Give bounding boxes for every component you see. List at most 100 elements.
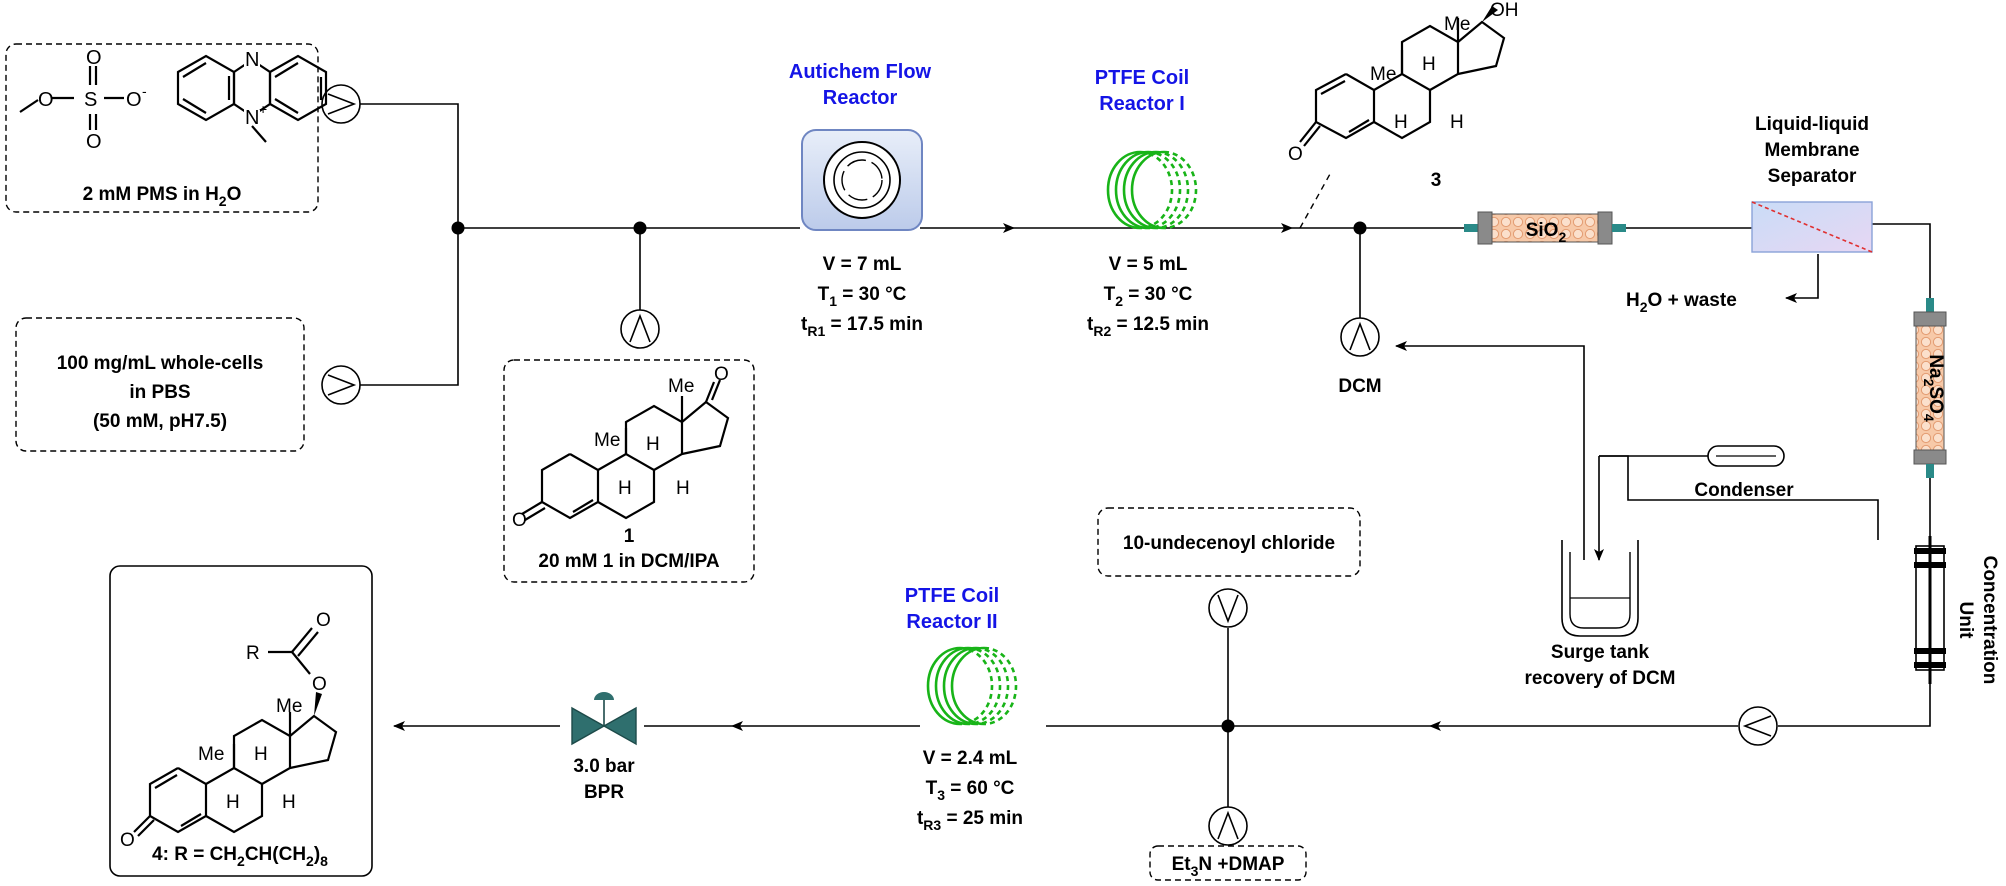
product-4-structure (133, 627, 338, 837)
concentration-unit-icon (1914, 536, 1946, 684)
mixer-junction-2 (633, 221, 647, 235)
pms-structure: O S O O O - N N + (19, 47, 328, 153)
o-atom: O (86, 47, 102, 69)
base-feed-label: Et3N +DMAP (1172, 854, 1285, 879)
na2so4-label: Na2SO4 (1921, 354, 1946, 422)
coil2-residence-time: tR3 = 25 min (917, 808, 1023, 833)
base-feed-box (1149, 845, 1307, 881)
substrate-feed-box (503, 359, 755, 583)
h-label: H (618, 478, 632, 499)
autichem-residence-time: tR1 = 17.5 min (801, 314, 923, 339)
substrate-1-structure (521, 379, 730, 521)
autichem-temperature: T1 = 30 °C (818, 284, 907, 309)
coil2-title-1: PTFE Coil (905, 585, 999, 607)
mixer-junction-3 (1353, 221, 1367, 235)
pms-feed-label: 2 mM PMS in H2O (83, 184, 242, 209)
s-atom: S (84, 89, 97, 111)
minus-sign: - (142, 83, 147, 99)
concentration-title-1: Concentration (1979, 556, 2000, 685)
compound-3-structure (1299, 6, 1506, 147)
pump-icon-recycle (1738, 706, 1778, 746)
product-label: 4: R = CH2CH(CH2)8 (152, 844, 328, 869)
h-label: H (282, 792, 296, 813)
mixer-junction-1 (451, 221, 465, 235)
pump-icon-substrate (620, 309, 660, 349)
coil2-volume: V = 2.4 mL (923, 748, 1018, 769)
condenser-icon (1707, 445, 1785, 467)
bpr-valve-icon (571, 692, 637, 746)
autichem-volume: V = 7 mL (823, 254, 902, 275)
dcm-label: DCM (1338, 376, 1381, 397)
n-atom: N (245, 49, 259, 71)
coil2-title-2: Reactor II (906, 611, 997, 633)
autichem-title-1: Autichem Flow (789, 61, 932, 83)
bpr-pressure: 3.0 bar (573, 756, 635, 777)
n-plus: N (245, 107, 259, 129)
me-label: Me (594, 430, 620, 451)
coil1-temperature: T2 = 30 °C (1104, 284, 1193, 309)
h-label: H (1422, 54, 1436, 75)
h-label: H (226, 792, 240, 813)
me-label: Me (198, 744, 224, 765)
o-atom: O (312, 674, 327, 695)
cells-feed-line3: (50 mM, pH7.5) (93, 411, 227, 432)
autichem-title-2: Reactor (823, 87, 898, 109)
h-label: H (646, 434, 660, 455)
coil1-title-1: PTFE Coil (1095, 67, 1189, 89)
coil1-title-2: Reactor I (1099, 93, 1185, 115)
plus-sign: + (259, 101, 267, 117)
r-group: R (246, 643, 260, 664)
me-label: Me (1444, 14, 1470, 35)
o-atom: O (714, 364, 729, 385)
separator-title-1: Liquid-liquid (1755, 114, 1869, 135)
o-minus: O (126, 89, 142, 111)
surge-tank-label-2: recovery of DCM (1525, 668, 1676, 689)
structure-pointer (1299, 173, 1331, 229)
pump-icon-pms (321, 84, 361, 124)
coil-reactor-1-icon (1106, 150, 1198, 230)
substrate-desc: 20 mM 1 in DCM/IPA (538, 551, 720, 572)
o-atom: O (512, 510, 527, 531)
me-label: Me (276, 696, 302, 717)
me-label: Me (668, 376, 694, 397)
compound-3-number: 3 (1431, 170, 1442, 191)
coil2-temperature: T3 = 60 °C (926, 778, 1015, 803)
sio2-label: SiO2 (1526, 220, 1567, 245)
surge-tank-label-1: Surge tank (1551, 642, 1650, 663)
cells-feed-box (15, 317, 305, 452)
condenser-label: Condenser (1694, 480, 1794, 501)
mixer-junction-4 (1221, 719, 1235, 733)
concentration-title-2: Unit (1955, 602, 1976, 640)
pms-feed-box (5, 43, 319, 213)
sio2-column-icon (1464, 211, 1626, 245)
autichem-reactor-icon (801, 129, 923, 231)
o-atom: O (86, 131, 102, 153)
tubing (360, 103, 1931, 808)
product-box (109, 565, 373, 877)
o-atom: O (316, 610, 331, 631)
separator-title-2: Membrane (1764, 140, 1859, 161)
membrane-separator-icon (1751, 201, 1873, 253)
h-label: H (1450, 112, 1464, 133)
me-label: Me (1370, 64, 1396, 85)
h-label: H (1394, 112, 1408, 133)
pump-icon-base (1208, 806, 1248, 846)
pump-icon-acyl (1208, 588, 1248, 628)
coil-reactor-2-icon (926, 646, 1018, 726)
na2so4-column-icon (1913, 298, 1947, 478)
cells-feed-line2: in PBS (129, 382, 190, 403)
junction-dots (451, 221, 1367, 733)
pump-icon-dcm (1340, 317, 1380, 357)
cells-feed-line1: 100 mg/mL whole-cells (57, 353, 264, 374)
substrate-number: 1 (624, 526, 635, 547)
separator-title-3: Separator (1768, 166, 1857, 187)
acyl-feed-label: 10-undecenoyl chloride (1123, 533, 1335, 554)
o-atom: O (38, 89, 54, 111)
h-label: H (254, 744, 268, 765)
oh-label: OH (1490, 0, 1519, 21)
o-atom: O (1288, 144, 1303, 165)
coil1-residence-time: tR2 = 12.5 min (1087, 314, 1209, 339)
waste-label: H2O + waste (1626, 290, 1737, 315)
h-label: H (676, 478, 690, 499)
